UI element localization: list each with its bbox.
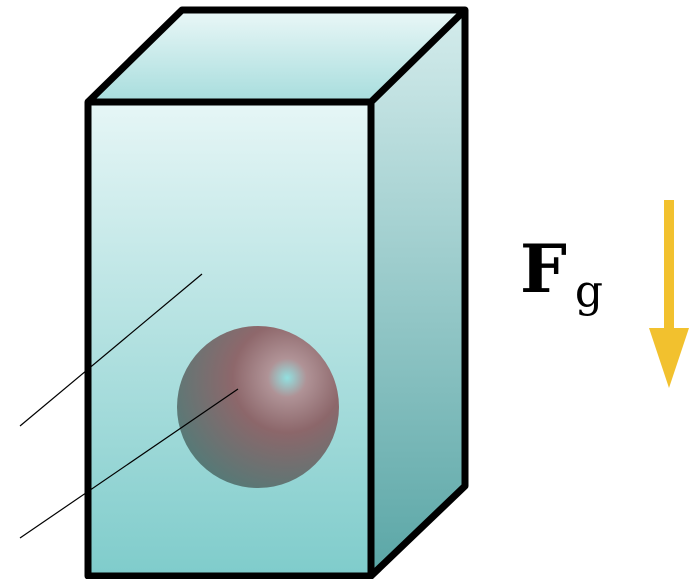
pointer-line-lower (19, 388, 239, 539)
container-side-face (371, 10, 465, 576)
force-label: F g (520, 230, 603, 317)
sphere (177, 326, 339, 488)
container-top-face (88, 10, 465, 102)
pointer-line-upper (19, 273, 203, 427)
gravity-arrow-icon (649, 200, 689, 388)
container-outline (84, 6, 469, 579)
